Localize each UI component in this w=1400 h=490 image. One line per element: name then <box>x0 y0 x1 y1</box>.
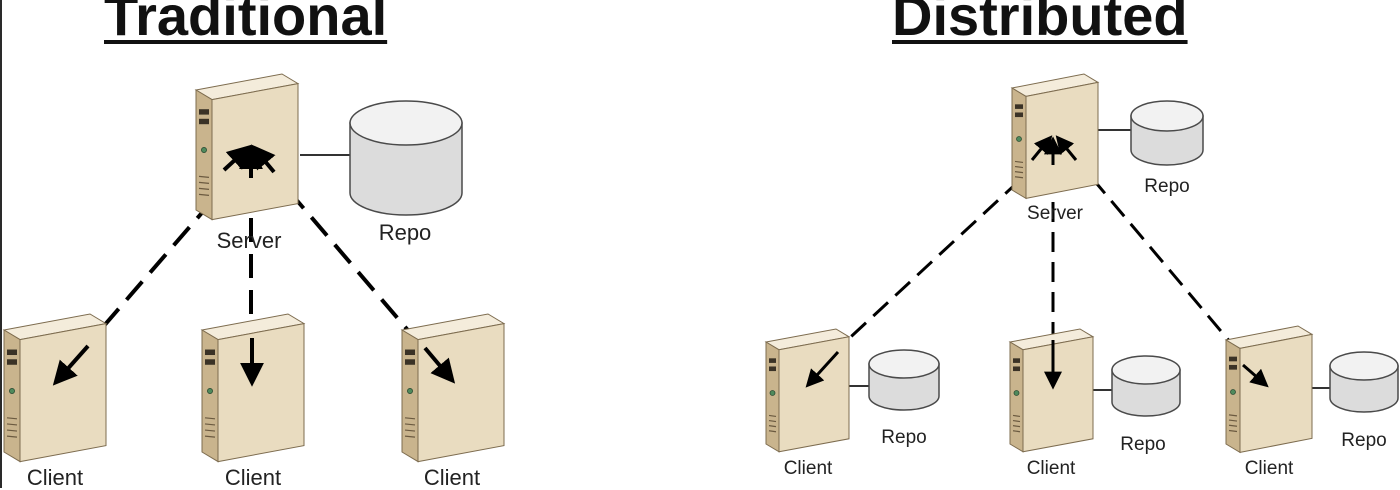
distributed-client-label: Client <box>1026 458 1076 479</box>
traditional-client-label: Client <box>26 465 84 490</box>
traditional-repo-icon <box>349 100 463 216</box>
distributed-client-repo-label: Repo <box>881 427 927 448</box>
distributed-client-label: Client <box>1244 458 1294 479</box>
distributed-client-icon <box>764 328 851 453</box>
distributed-server-icon <box>1010 73 1100 200</box>
arrows-layer <box>52 135 1269 390</box>
left-border <box>0 0 2 488</box>
traditional-repo-label: Repo <box>378 220 432 245</box>
shapes-layer <box>2 73 1399 463</box>
traditional-arrow-down <box>52 344 90 386</box>
traditional-arrow-up <box>250 144 276 174</box>
distributed-client-repo-icon <box>1111 355 1181 417</box>
traditional-server-label: Server <box>216 228 282 253</box>
distributed-title: Distributed <box>892 0 1188 47</box>
distributed-arrow-down <box>805 350 840 388</box>
traditional-title: Traditional <box>104 0 388 47</box>
traditional-dashed-connector <box>286 188 414 337</box>
distributed-dashed-connector <box>840 178 1022 347</box>
distributed-client-repo-label: Repo <box>1341 430 1387 451</box>
traditional-client-icon <box>2 313 108 463</box>
distributed-client-repo-icon <box>868 349 940 411</box>
traditional-client-label: Client <box>224 465 282 490</box>
distributed-server-label: Server <box>1027 203 1083 224</box>
traditional-client-icon <box>200 313 306 463</box>
traditional-client-label: Client <box>423 465 481 490</box>
distributed-client-icon <box>1224 325 1314 454</box>
traditional-arrow-down <box>423 346 456 384</box>
connectors-layer <box>94 129 1332 391</box>
traditional-client-icon <box>400 313 506 463</box>
distributed-dashed-connector <box>1090 177 1254 369</box>
distributed-client-icon <box>1008 328 1095 453</box>
distributed-arrow-down <box>1242 363 1269 388</box>
distributed-repo-label: Repo <box>1144 176 1190 197</box>
distributed-repo-icon <box>1130 100 1204 166</box>
distributed-client-repo-icon <box>1329 351 1399 413</box>
distributed-client-repo-label: Repo <box>1120 434 1166 455</box>
traditional-server-icon <box>194 73 300 221</box>
traditional-dashed-connector <box>94 198 215 337</box>
distributed-client-label: Client <box>783 458 833 479</box>
distributed-arrow-up <box>1055 135 1078 161</box>
